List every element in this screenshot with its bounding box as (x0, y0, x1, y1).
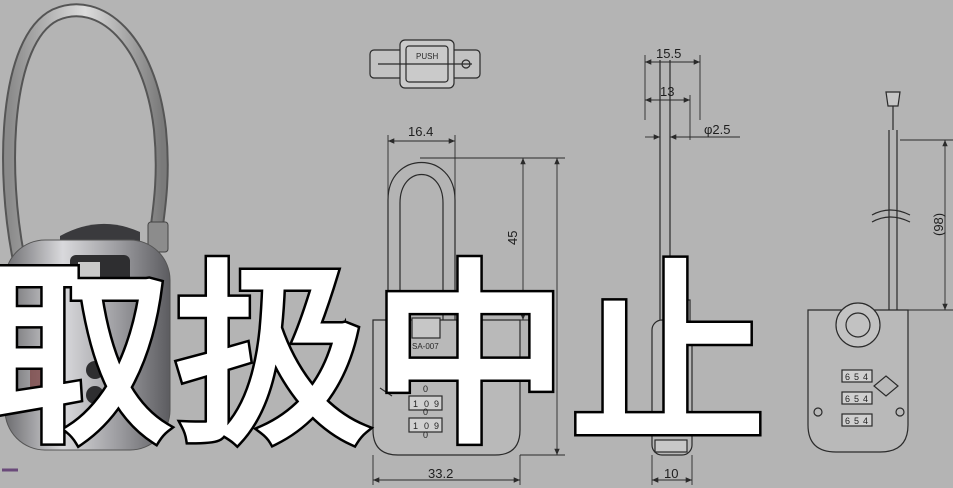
rear-dial-3b: 5 (854, 416, 859, 426)
model-label: SA-007 (412, 342, 439, 351)
dim-cable-diameter: φ2.5 (704, 122, 731, 137)
dial-zero-mid: 0 (423, 407, 428, 417)
rear-dial-1c: 4 (863, 372, 868, 382)
dial-digit-6: 9 (434, 421, 439, 431)
front-dimensions (372, 135, 565, 485)
dim-shackle-width: 16.4 (408, 124, 433, 139)
dim-total-width: 15.5 (656, 46, 681, 61)
rear-dial-2a: 6 (845, 394, 850, 404)
front-view: SA-007 1 0 9 1 0 9 0 0 0 (372, 162, 521, 456)
rear-dial-3c: 4 (863, 416, 868, 426)
dim-body-depth: 13 (660, 84, 674, 99)
rear-dial-3a: 6 (845, 416, 850, 426)
dial-digit-3: 9 (434, 399, 439, 409)
dial-digit-5: 0 (424, 421, 429, 431)
rear-dial-1b: 5 (854, 372, 859, 382)
side-dimensions (644, 55, 740, 485)
dial-zero-bottom: 0 (423, 430, 428, 440)
dial-zero-top: 0 (423, 384, 428, 394)
rear-dial-2c: 4 (863, 394, 868, 404)
side-view (651, 60, 693, 456)
dim-body-thickness: 10 (664, 466, 678, 481)
rear-view: 6 5 4 6 5 4 6 5 4 (807, 91, 911, 453)
dim-cable-length: (98) (931, 213, 946, 236)
rear-dial-1a: 6 (845, 372, 850, 382)
dial-digit-4: 1 (413, 421, 418, 431)
lock-photo (2, 3, 171, 472)
discontinued-stamp: 取扱中止 (0, 242, 769, 475)
rear-dimensions (900, 139, 953, 311)
top-view: PUSH (369, 39, 481, 89)
dim-shackle-height: 45 (505, 231, 520, 245)
rear-dial-2b: 5 (854, 394, 859, 404)
dial-digit-1: 1 (413, 399, 418, 409)
dim-body-width: 33.2 (428, 466, 453, 481)
dial-digit-2: 0 (424, 399, 429, 409)
push-label: PUSH (416, 52, 438, 61)
